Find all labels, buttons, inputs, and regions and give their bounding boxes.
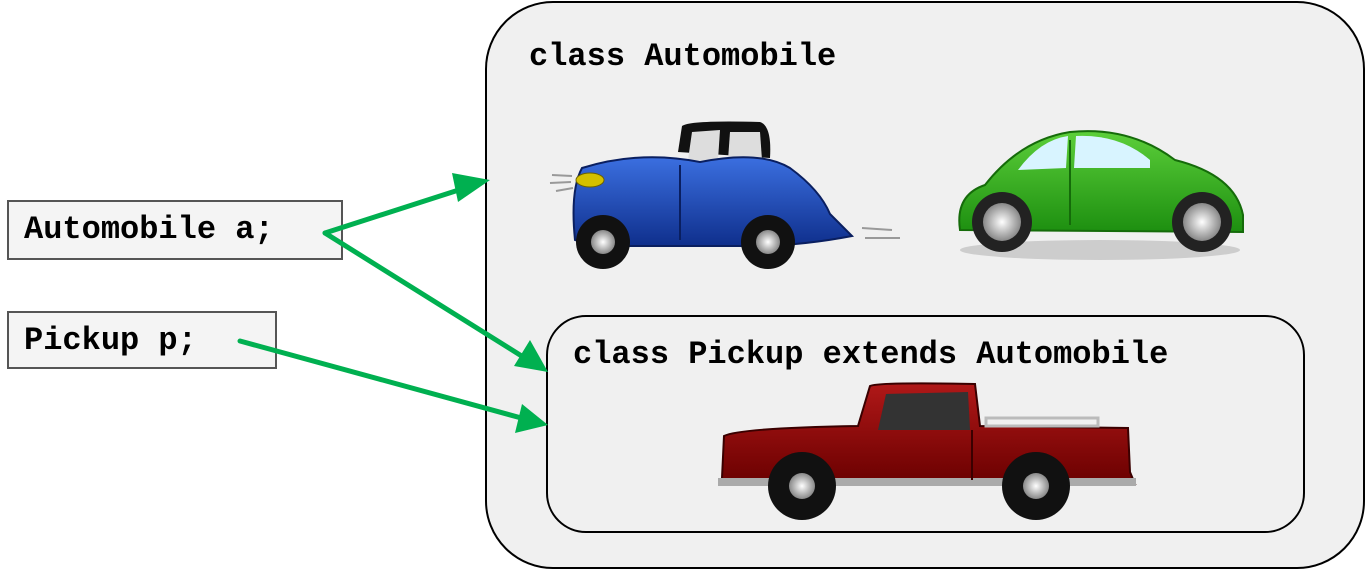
pickup-class-label: class Pickup extends Automobile [573,336,1169,373]
green-beetle-car-icon [958,130,1244,260]
vintage-blue-car-icon [549,121,900,269]
automobile-variable-box: Automobile a; [7,200,343,260]
arrow-a-to-automobile [322,184,471,236]
automobile-class-label: class Automobile [529,38,837,75]
reference-arrows [237,173,548,433]
arrow-a-to-pickup [322,230,531,363]
arrow-p-to-pickup [237,338,528,422]
arrow-p-to-pickup-head [515,404,548,433]
red-pickup-truck-icon [718,382,1137,520]
arrow-a-to-automobile-head [452,173,490,202]
arrow-a-to-pickup-head [514,340,548,372]
pickup-variable-box: Pickup p; [7,311,277,369]
